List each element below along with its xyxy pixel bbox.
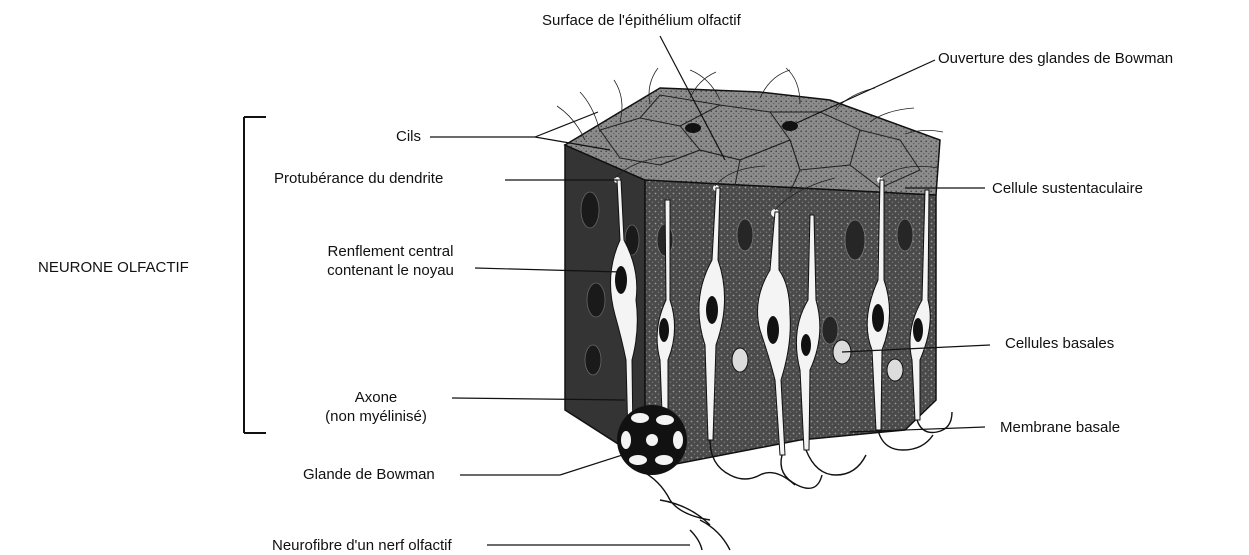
label-central-swelling: Renflement central contenant le noyau [308, 242, 473, 280]
label-cilia: Cils [396, 127, 421, 146]
label-sustentacular-cell: Cellule sustentaculaire [992, 179, 1143, 198]
epithelium-block [557, 68, 943, 470]
label-dendrite-knob: Protubérance du dendrite [274, 169, 443, 188]
label-central-swelling-line2: contenant le noyau [308, 261, 473, 280]
label-bowman-openings: Ouverture des glandes de Bowman [938, 49, 1173, 68]
bowman-gland [617, 405, 687, 475]
label-axon-line2: (non myélinisé) [306, 407, 446, 426]
neuron-bracket [244, 117, 266, 433]
label-surface-epithelium: Surface de l'épithélium olfactif [542, 11, 741, 30]
label-bowman-gland: Glande de Bowman [303, 465, 435, 484]
label-axon: Axone (non myélinisé) [306, 388, 446, 426]
label-nerve-fiber: Neurofibre d'un nerf olfactif [272, 536, 452, 555]
label-basement-membrane: Membrane basale [1000, 418, 1120, 437]
label-axon-line1: Axone [306, 388, 446, 407]
label-central-swelling-line1: Renflement central [308, 242, 473, 261]
label-basal-cells: Cellules basales [1005, 334, 1114, 353]
label-olfactory-neuron: NEURONE OLFACTIF [38, 258, 189, 277]
bowman-opening [685, 123, 701, 133]
